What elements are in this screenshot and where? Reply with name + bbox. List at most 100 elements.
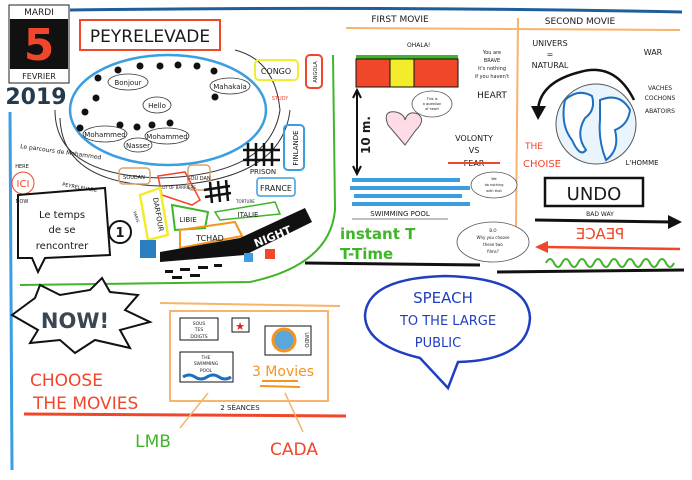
place-congo: CONGO	[261, 67, 291, 76]
t-time-label: T-Time	[340, 245, 393, 263]
left-border-line	[8, 111, 14, 471]
place-lot-of-barriers: LOT OF BARRIERS	[160, 185, 196, 190]
bubble-mohammed-2: Mohammed	[146, 133, 187, 141]
to-the-large-label: TO THE LARGE	[399, 314, 496, 329]
people-dots	[76, 61, 219, 132]
question-text-3: of heart	[425, 107, 439, 111]
bubble-mahakala: Mahakala	[213, 83, 247, 91]
question-text-2: a question	[423, 102, 441, 106]
choise-label: CHOISE	[523, 159, 561, 170]
place-france: FRANCE	[260, 184, 292, 193]
choose-label: CHOOSE	[30, 371, 103, 391]
place-prison: PRISON	[250, 168, 276, 176]
equals-label: =	[547, 50, 554, 59]
place-libie: LIBIE	[179, 216, 196, 224]
day-name: MARDI	[24, 8, 54, 18]
bottom-section: NOW! CHOOSE THE MOVIES SOUS TES DOIGTS ★…	[10, 274, 532, 460]
question-text-1: This is	[425, 97, 437, 101]
meeting-text-3: rencontrer	[36, 241, 89, 252]
why-text-2: Why you choose	[477, 235, 510, 240]
place-italie: ITALIE	[238, 211, 259, 219]
now-label: NOW	[16, 199, 29, 205]
the-movies-label: THE MOVIES	[32, 394, 138, 414]
abatoirs-label: ABATOIRS	[645, 108, 675, 115]
doigts-text: DOIGTS	[190, 334, 207, 340]
date-block: MARDI 5 FEVRIER 2019	[5, 4, 70, 110]
lmb-label: LMB	[135, 432, 171, 452]
meeting-text-1: Le temps	[39, 210, 85, 221]
public-label: PUBLIC	[415, 336, 461, 351]
here-label: HERE	[15, 164, 29, 170]
place-study: STUDY	[272, 96, 289, 102]
year: 2019	[5, 85, 66, 110]
tes-text: TES	[194, 327, 204, 333]
war-label: WAR	[644, 48, 663, 57]
univers-label: UNIVERS	[532, 39, 567, 48]
swimming-pool-label: SWIMMING POOL	[370, 210, 430, 218]
second-movie-section: SECOND MOVIE UNIVERS = NATURAL WAR VACHE…	[496, 17, 685, 274]
top-border-line	[69, 6, 683, 14]
month: FEVRIER	[22, 72, 56, 81]
brave-text-2: BRAVE	[484, 58, 500, 64]
pool-pool-text: POOL	[200, 368, 213, 374]
now-starburst	[10, 276, 153, 355]
place-torture: TORTURE	[235, 199, 255, 204]
nothing-text-3: with that	[486, 189, 502, 193]
place-angola: ANGOLA	[313, 61, 319, 83]
seances-label: 2 SÉANCES	[220, 403, 260, 412]
now-label: NOW!	[41, 309, 109, 333]
place-finlande: FINLANDE	[292, 130, 300, 165]
heart-icon	[385, 111, 422, 146]
instant-t-label: instant T	[340, 225, 416, 243]
bad-way-label: BAD WAY	[586, 211, 614, 218]
brave-text-4: if you haven't	[475, 74, 509, 80]
sous-text: SOUS	[193, 321, 206, 327]
speach-label: SPEACH	[413, 289, 473, 307]
homme-label: L'HOMME	[625, 159, 658, 167]
why-text-3: these two	[483, 242, 503, 247]
torture-bars-icon	[203, 179, 232, 204]
peace-mirrored-label: PEACE	[576, 225, 624, 243]
bubble-mohammed: Mohammed	[84, 131, 125, 139]
map-title: PEYRELEVADE	[90, 27, 210, 47]
first-movie-section: FIRST MOVIE OHALA! You are BRAVE it's no…	[304, 15, 681, 267]
second-movie-title: SECOND MOVIE	[545, 17, 616, 27]
place-soudan: SOUDAN	[123, 175, 145, 181]
why-text-1: B.O	[489, 228, 496, 233]
globe-icon	[271, 327, 297, 353]
place-tchad: TCHAD	[195, 234, 224, 243]
first-movie-title: FIRST MOVIE	[371, 15, 429, 25]
heart-label: HEART	[477, 91, 507, 101]
nothing-text-1: We	[491, 177, 496, 181]
pool-swimming-text: SWIMMING	[194, 361, 219, 367]
cochons-label: COCHONS	[645, 95, 676, 102]
brave-text-3: it's nothing	[478, 66, 506, 72]
ohala-label: OHALA!	[407, 42, 430, 49]
nothing-text-2: do nothing	[485, 183, 504, 187]
meeting-number: 1	[115, 226, 124, 241]
place-sou-dan: SOU DAN	[187, 176, 211, 182]
meeting-text-2: de se	[48, 225, 75, 236]
vaches-label: VACHES	[648, 85, 672, 92]
path-label: Le parcours de Mohammed	[20, 143, 102, 161]
height-label: 10 m.	[359, 116, 373, 154]
the-label: THE	[524, 142, 543, 152]
ici-label: ICI	[17, 179, 30, 190]
bubble-bonjour: Bonjour	[114, 79, 141, 87]
why-text-4: films?	[487, 249, 499, 254]
undo-label: UNDO	[567, 184, 622, 205]
brave-text-1: You are	[482, 50, 501, 56]
prison-bars-icon	[243, 143, 280, 166]
bubble-nasser: Nasser	[126, 142, 150, 150]
three-movies-label: 3 Movies	[252, 364, 314, 380]
vs-label: VS	[469, 146, 480, 155]
day-number: 5	[24, 20, 55, 71]
volonty-label: VOLONTY	[455, 134, 493, 143]
star-icon: ★	[235, 320, 245, 333]
speach-bubble	[363, 274, 532, 391]
bubble-hello: Hello	[148, 102, 166, 110]
cada-label: CADA	[270, 440, 318, 460]
pool-the-text: THE	[201, 355, 211, 361]
natural-label: NATURAL	[532, 61, 569, 70]
